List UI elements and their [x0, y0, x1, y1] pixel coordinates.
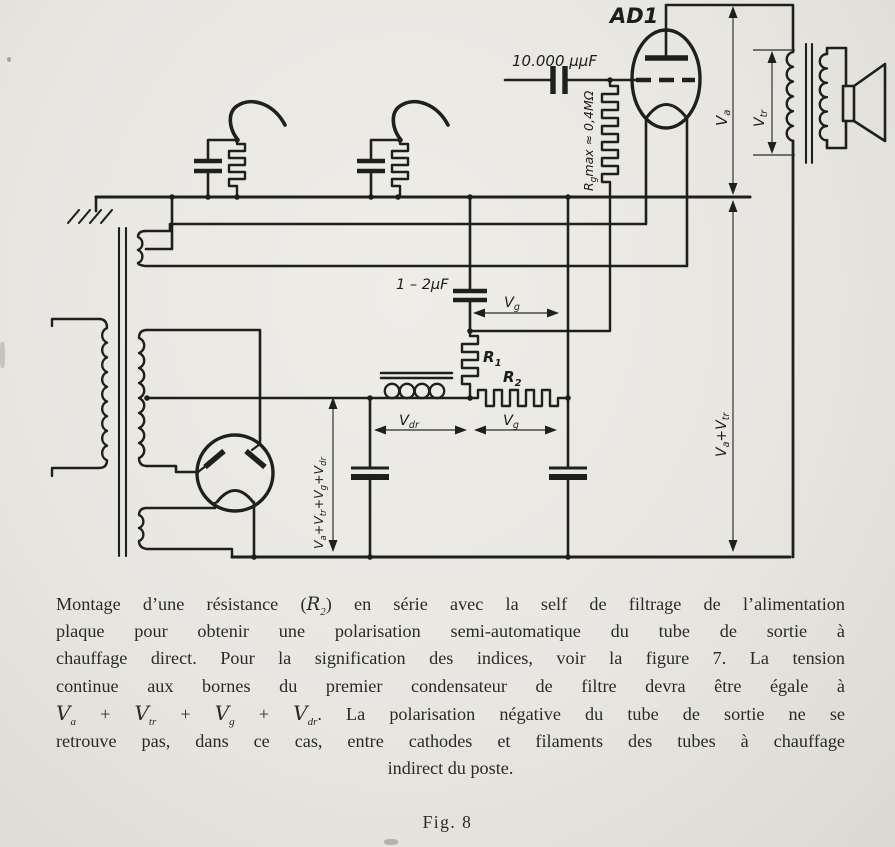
caption-line-2: plaque pour obtenir une polarisation sem…	[56, 621, 845, 642]
bias-filter-cap-r1: 1 – 2μF R1	[396, 195, 502, 400]
primary-winding	[50, 317, 109, 478]
label-vg-bias: Vg	[503, 413, 519, 431]
label-coupling-cap: 10.000 μμF	[512, 52, 597, 70]
label-va-plus-vtr: Va+Vtr	[714, 412, 732, 457]
label-ad1: AD1	[608, 4, 658, 28]
paper-smudge	[384, 839, 398, 845]
anode-plates	[203, 448, 267, 470]
filament-arc	[215, 489, 255, 504]
paper-edge-mark	[0, 342, 5, 368]
caption-line-7: indirect du poste.	[387, 758, 514, 779]
label-vdr: Vdr	[399, 413, 420, 431]
caption-line-5: Va + Vtr + Vg + Vdr. La polarisation nég…	[56, 700, 845, 728]
second-filter-capacitor	[549, 195, 587, 559]
rectifier-tube	[195, 433, 275, 559]
choke-core	[379, 371, 454, 380]
transformer-core	[117, 226, 128, 558]
caption-line-1: Montage d’une résistance (R2) en série a…	[56, 594, 845, 618]
label-r1: R1	[483, 348, 502, 369]
figure-caption: Montage d’une résistance (R2) en série a…	[56, 591, 845, 782]
caption-line-3: chauffage direct. Pour la signification …	[56, 648, 845, 669]
takeoff-hook	[391, 100, 450, 142]
transformer-core	[804, 42, 814, 165]
speaker-icon	[841, 62, 887, 143]
wiring-buses	[66, 116, 792, 559]
circuit-schematic: AD1 10.000 μμF Rgmax ≈ 0,4MΩ 1 – 2μF R1 …	[50, 3, 887, 560]
coupling-capacitor: 10.000 μμF	[503, 52, 638, 94]
filter-choke	[379, 371, 454, 400]
label-filter-cap: 1 – 2μF	[396, 277, 449, 293]
label-r2: R2	[503, 368, 522, 389]
primary-winding	[785, 50, 795, 142]
label-vg-grid: Vg	[504, 295, 520, 313]
power-transformer	[50, 195, 262, 559]
paper-speck	[7, 57, 11, 62]
output-tube-ad1: AD1	[608, 3, 795, 130]
ht-secondary-winding	[137, 328, 149, 468]
first-filter-capacitor	[351, 396, 389, 559]
decoupling-network-1	[194, 100, 287, 199]
output-transformer	[785, 42, 887, 559]
figure-number: Fig. 8	[422, 812, 473, 832]
label-voltage-sum: Va+Vtr+Vg+Vdr	[311, 456, 329, 549]
ad1-filament-winding	[136, 229, 148, 268]
ground-icon	[66, 208, 114, 225]
rectifier-filament-winding	[137, 506, 234, 559]
caption-line-4: continue aux bornes du premier condensat…	[56, 675, 845, 696]
junction-dots	[144, 77, 613, 560]
resistor-r2: R2	[468, 368, 570, 408]
filament-arc	[645, 103, 688, 119]
decoupling-network-2	[357, 100, 450, 199]
takeoff-hook	[228, 100, 287, 142]
voltage-dimensions: Vtr Va Va+Vtr Va+Vtr+Vg+Vdr Vg Vdr Vg	[311, 6, 795, 552]
grid-resistor: Rgmax ≈ 0,4MΩ	[468, 78, 620, 333]
label-grid-resistor: Rgmax ≈ 0,4MΩ	[581, 90, 599, 191]
secondary-winding	[818, 52, 829, 142]
label-va: Va	[713, 110, 733, 126]
caption-line-6: retrouve pas, dans ce cas, entre cathode…	[56, 731, 845, 752]
label-vtr: Vtr	[752, 109, 770, 127]
